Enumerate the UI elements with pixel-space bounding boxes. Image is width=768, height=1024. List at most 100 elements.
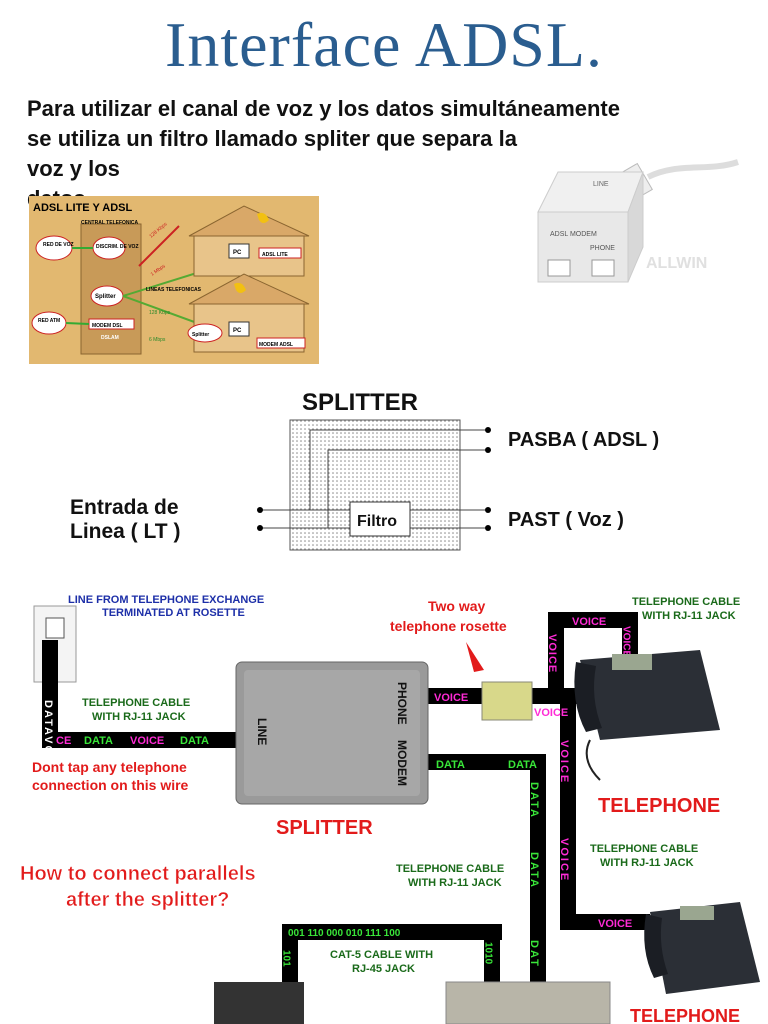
lineas-label: LINEAS TELEFONICAS <box>146 287 202 293</box>
pc-bottom <box>228 321 250 337</box>
adsl-diagram-title: ADSL LITE Y ADSL <box>33 202 133 214</box>
home-splitter <box>187 323 223 343</box>
splitter-photo: LINE ADSL MODEM PHONE ALLWIN <box>528 152 748 302</box>
intro-paragraph: Para utilizar el canal de voz y los dato… <box>27 94 743 214</box>
telephone-2-caption: TELEPHONE <box>630 1006 740 1024</box>
rosette-socket <box>45 617 65 639</box>
telephone-2 <box>644 902 760 994</box>
photo-brand: ALLWIN <box>646 255 707 272</box>
filtro-label: Filtro <box>357 513 397 530</box>
binary-row: 001 110 000 010 111 100 <box>288 928 401 939</box>
splitter-line-port: LINE <box>255 718 269 745</box>
telephone-1 <box>574 650 720 781</box>
tape-voice-2: VOICE <box>434 692 468 704</box>
splitter-phone-port: PHONE <box>395 682 409 725</box>
cable-right-1: TELEPHONE CABLE <box>590 843 698 855</box>
filtro-box <box>349 501 411 537</box>
splitter-cord <box>646 159 739 180</box>
tape-data-4: DATA <box>508 759 537 771</box>
cable-right-2: WITH RJ-11 JACK <box>600 857 694 869</box>
pc-top-label: PC <box>233 250 242 256</box>
binary-right: 1010 <box>483 942 494 965</box>
pasba-label: PASBA ( ADSL ) <box>508 429 659 451</box>
tape-data-1: DATA <box>84 735 113 747</box>
dont-tap-1: Dont tap any telephone <box>32 759 187 775</box>
tape-data-3: DATA <box>436 759 465 771</box>
voice-network-cloud <box>35 235 73 261</box>
tape-voice-vertical-1: VOICE <box>546 634 558 673</box>
red-atm-label: RED ATM <box>38 318 60 324</box>
splitter-caption: SPLITTER <box>276 817 373 839</box>
past-label: PAST ( Voz ) <box>508 509 624 531</box>
tape-voice-5: VOICE <box>598 918 632 930</box>
tape-voice-1: VOICE <box>130 735 164 747</box>
adsl-modem <box>445 981 611 1024</box>
how-to-2: after the splitter? <box>66 889 229 911</box>
two-way-rosette <box>481 681 533 721</box>
adsl-lite-diagram: ADSL LITE Y ADSL CENTRAL TELEFONICA RED … <box>29 196 319 364</box>
cable-left-2: WITH RJ-11 JACK <box>92 711 186 723</box>
adsl-lite-label: ADSL LITE <box>262 252 288 258</box>
intro-line-2: se utiliza un filtro llamado spliter que… <box>27 126 517 181</box>
two-way-2: telephone rosette <box>390 618 507 634</box>
entrada-label-2: Linea ( LT ) <box>70 520 180 543</box>
phone-icon-2 <box>234 282 246 293</box>
how-to-1: How to connect parallels <box>20 863 256 885</box>
connection-diagram: DATAVOICE CE DATA VOICE DATA DATA DATA V… <box>20 594 760 1024</box>
adsl-lite-box <box>258 247 302 259</box>
intro-line-1: Para utilizar el canal de voz y los dato… <box>27 96 620 121</box>
modem-port <box>547 259 571 277</box>
cat5-2: RJ-45 JACK <box>352 963 415 975</box>
splitter-label: Splitter <box>95 294 116 300</box>
tape-data-2: DATA <box>180 735 209 747</box>
tape-voice-4: VOICE <box>572 616 606 628</box>
cable-tr-2: WITH RJ-11 JACK <box>642 610 736 622</box>
tape-voice-vertical-4: VOICE <box>558 838 570 882</box>
modem-adsl-box <box>256 337 306 349</box>
two-way-1: Two way <box>428 598 486 614</box>
pc-bottom-label: PC <box>233 328 242 334</box>
entrada-label-1: Entrada de <box>70 496 179 519</box>
modem-adsl-label: MODEM ADSL <box>259 342 293 348</box>
cat5-1: CAT-5 CABLE WITH <box>330 949 433 961</box>
cable-left-1: TELEPHONE CABLE <box>82 697 190 709</box>
splitter-face <box>244 670 420 796</box>
page-title: Interface ADSL. <box>165 9 603 80</box>
binary-left: 101 <box>281 950 292 967</box>
splitter2-label: Splitter <box>192 332 209 338</box>
ce-label: CE <box>56 735 71 747</box>
tape-data-vertical-3: DAT <box>528 940 540 968</box>
cable-mid-2: WITH RJ-11 JACK <box>408 877 502 889</box>
phone-icon <box>257 212 269 223</box>
photo-phone-label: PHONE <box>590 245 615 252</box>
splitter-modem-port: MODEM <box>395 740 409 786</box>
rosette-arrow <box>466 642 484 672</box>
line-from-1: LINE FROM TELEPHONE EXCHANGE <box>68 594 264 606</box>
splitter-schematic: SPLITTER Filtro PASBA ( ADSL ) PAST ( Vo… <box>70 389 659 551</box>
modem-dsl-label: MODEM DSL <box>92 323 123 329</box>
pc-top <box>228 243 250 259</box>
splitter-side-face <box>627 171 644 283</box>
schematic-title: SPLITTER <box>302 389 418 416</box>
line-from-2: TERMINATED AT ROSETTE <box>102 607 245 619</box>
photo-line-label: LINE <box>593 181 609 188</box>
cable-tr-1: TELEPHONE CABLE <box>632 596 740 608</box>
central-label: CENTRAL TELEFONICA <box>81 220 139 226</box>
red-voz-label: RED DE VOZ <box>43 242 74 248</box>
tape-data-vertical-1: DATA <box>528 782 540 819</box>
computer-monitor <box>214 982 304 1024</box>
tape-voice-vertical-3: VOICE <box>558 740 570 784</box>
rate-3: 128 Kbps <box>149 310 171 316</box>
phone-port <box>591 259 615 277</box>
vertical-data-voice: DATAVOICE <box>42 700 54 780</box>
cable-mid-1: TELEPHONE CABLE <box>396 863 504 875</box>
tape-data-vertical-2: DATA <box>528 852 540 889</box>
telephone-1-caption: TELEPHONE <box>598 795 720 817</box>
dont-tap-2: connection on this wire <box>32 777 189 793</box>
dslam-label: DSLAM <box>101 335 119 341</box>
tape-voice-vertical-2: VOICE <box>621 626 632 657</box>
rate-4: 6 Mbps <box>149 337 166 343</box>
tape-voice-3: VOICE <box>534 707 568 719</box>
photo-modem-label: ADSL MODEM <box>550 231 597 238</box>
discrim-label: DISCRIM. DE VOZ <box>96 244 139 250</box>
